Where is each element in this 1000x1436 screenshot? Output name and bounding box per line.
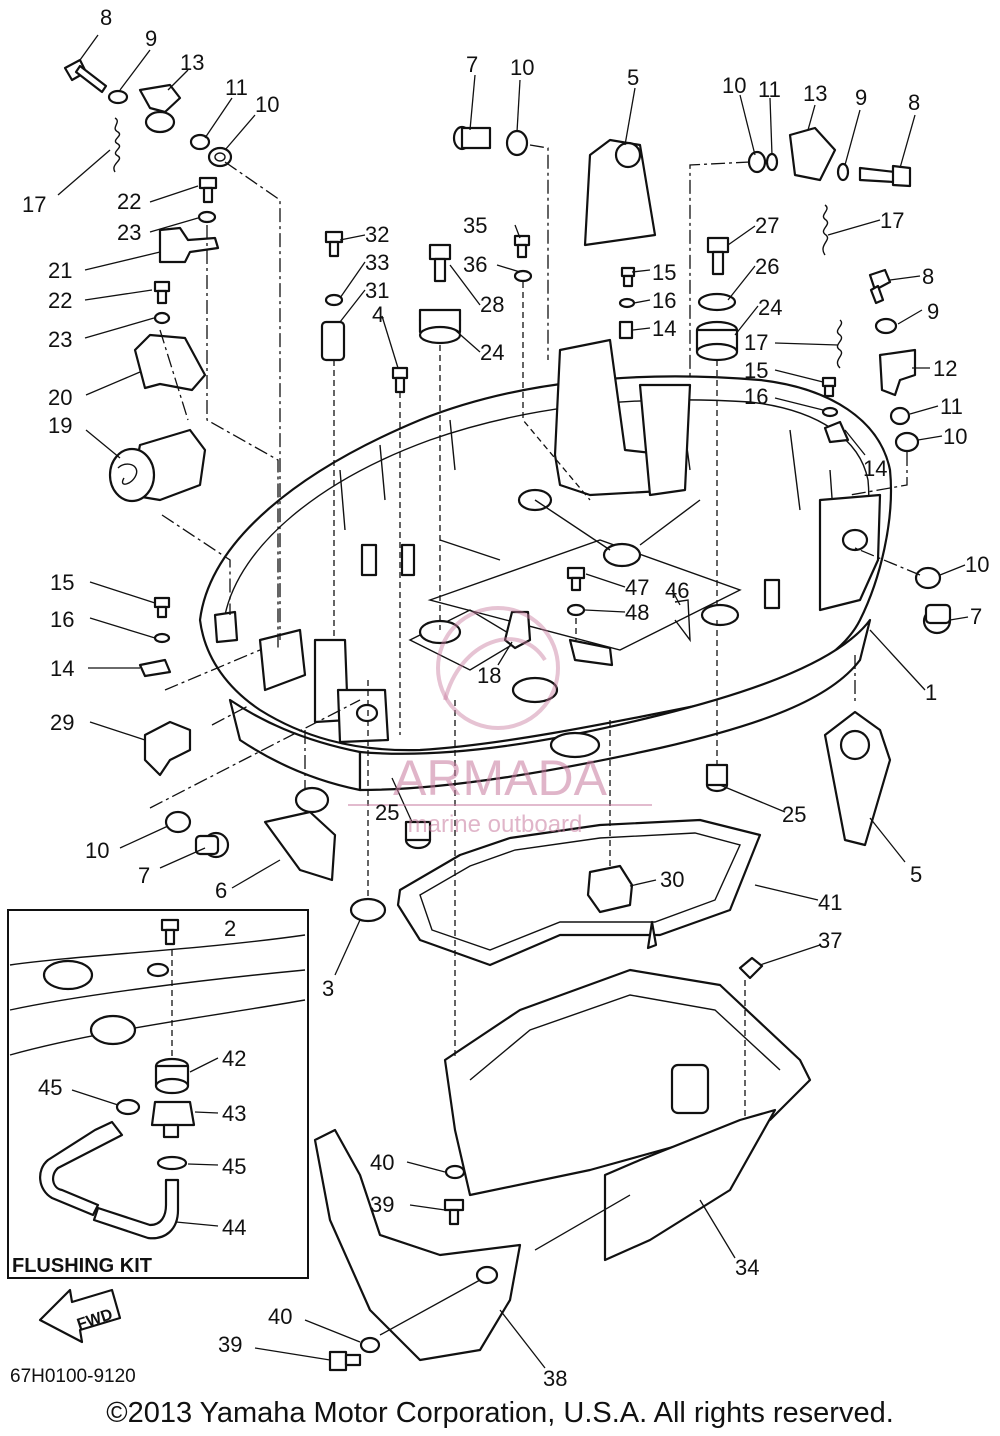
- parts-left: [138, 566, 729, 923]
- callout: 33: [365, 250, 389, 275]
- leader-lines: [57, 34, 969, 1369]
- callout: 30: [660, 867, 684, 892]
- callout: 16: [50, 607, 74, 632]
- callout: 14: [652, 316, 676, 341]
- lower-fasteners: [328, 1164, 466, 1372]
- callout: 20: [48, 385, 72, 410]
- callout: 26: [755, 254, 779, 279]
- callout: 42: [222, 1046, 246, 1071]
- parts-top-right: [320, 125, 920, 453]
- callout: 43: [222, 1101, 246, 1126]
- callout: 44: [222, 1215, 246, 1240]
- flushing-kit-inset: FLUSHING KIT: [7, 909, 309, 1279]
- callout: 9: [855, 85, 867, 110]
- callout: 11: [758, 77, 781, 102]
- seal-and-grommet: [396, 818, 762, 967]
- callout: 2: [224, 916, 236, 941]
- callout: 21: [48, 258, 72, 283]
- callout: 39: [370, 1192, 394, 1217]
- callout: 8: [100, 5, 112, 30]
- callout: 32: [365, 222, 389, 247]
- callout: 45: [38, 1075, 62, 1100]
- watermark-tagline: marine outboard: [408, 811, 583, 838]
- callout: 16: [744, 384, 768, 409]
- callout: 9: [927, 299, 939, 324]
- callout: 40: [370, 1150, 394, 1175]
- drawing-code: 67H0100-9120: [10, 1366, 136, 1387]
- callout: 46: [665, 578, 689, 603]
- callout: 8: [922, 264, 934, 289]
- callout: 5: [627, 65, 639, 90]
- callout: 13: [180, 50, 204, 75]
- callout: 10: [722, 73, 746, 98]
- callout: 15: [50, 570, 74, 595]
- callout: 22: [117, 189, 141, 214]
- callout: 18: [477, 663, 501, 688]
- callout: 12: [933, 356, 957, 381]
- callout: 41: [818, 890, 842, 915]
- callout: 48: [625, 600, 649, 625]
- callout: 36: [463, 252, 487, 277]
- callout: 25: [375, 800, 399, 825]
- callout: 9: [145, 26, 157, 51]
- watermark: ARMADA marine outboard: [348, 606, 652, 838]
- callout: 34: [735, 1255, 759, 1280]
- fwd-arrow: FWD: [38, 1288, 122, 1344]
- callout: 10: [255, 92, 279, 117]
- callout: 27: [755, 213, 779, 238]
- callout: 8: [908, 90, 920, 115]
- callout: 24: [480, 340, 504, 365]
- parts-top-left: [63, 58, 233, 503]
- lower-covers: [313, 956, 812, 1362]
- callout: 37: [818, 928, 842, 953]
- callout: 17: [744, 330, 768, 355]
- callout: 45: [222, 1154, 246, 1179]
- callout-labels: 8 9 13 11 10 17 22 23 21 22 23 20 19 7 1…: [22, 5, 989, 1391]
- callout: 10: [85, 838, 109, 863]
- callout: 40: [268, 1304, 292, 1329]
- callout: 23: [48, 327, 72, 352]
- callout: 11: [225, 75, 248, 100]
- callout: 47: [625, 575, 649, 600]
- callout: 1: [925, 680, 937, 705]
- callout: 23: [117, 220, 141, 245]
- callout: 38: [543, 1366, 567, 1391]
- callout: 7: [970, 604, 982, 629]
- callout: 15: [652, 260, 676, 285]
- callout: 10: [510, 55, 534, 80]
- callout: 14: [863, 456, 887, 481]
- callout: 28: [480, 292, 504, 317]
- callout: 16: [652, 288, 676, 313]
- bottom-cowling: [198, 338, 893, 792]
- callout: 39: [218, 1332, 242, 1357]
- callout: 24: [758, 295, 782, 320]
- callout: 7: [466, 52, 478, 77]
- callout: 10: [943, 424, 967, 449]
- callout: 6: [215, 878, 227, 903]
- callout: 13: [803, 81, 827, 106]
- watermark-brand: ARMADA: [393, 750, 608, 806]
- callout: 25: [782, 802, 806, 827]
- callout: 11: [940, 394, 963, 419]
- copyright-notice: ©2013 Yamaha Motor Corporation, U.S.A. A…: [106, 1397, 894, 1429]
- callout: 14: [50, 656, 74, 681]
- callout: 22: [48, 288, 72, 313]
- callout: 35: [463, 213, 487, 238]
- callout: 4: [372, 302, 384, 327]
- callout: 3: [322, 976, 334, 1001]
- callout: 19: [48, 413, 72, 438]
- inset-title: FLUSHING KIT: [12, 1255, 152, 1277]
- callout: 15: [744, 358, 768, 383]
- callout: 29: [50, 710, 74, 735]
- callout: 7: [138, 863, 150, 888]
- callout: 17: [880, 208, 904, 233]
- parts-right: [823, 566, 952, 847]
- callout: 17: [22, 192, 46, 217]
- callout: 10: [965, 552, 989, 577]
- callout: 31: [365, 278, 389, 303]
- callout: 5: [910, 862, 922, 887]
